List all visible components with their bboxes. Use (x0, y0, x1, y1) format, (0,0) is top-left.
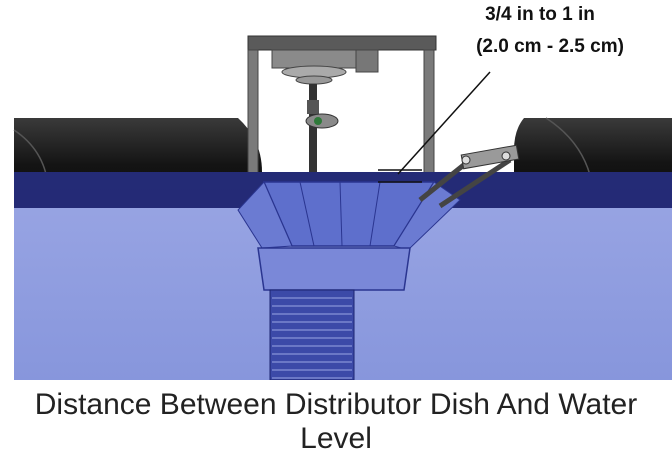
distributor-dish (237, 144, 520, 291)
caption-line2: Level (300, 422, 372, 455)
measurement-callout-line2: (2.0 cm - 2.5 cm) (476, 36, 624, 57)
caption: Distance Between Distributor Dish And Wa… (0, 388, 672, 456)
intake-column (269, 289, 355, 380)
caption-line1: Distance Between Distributor Dish And Wa… (34, 388, 638, 421)
distributor-illustration (13, 35, 672, 380)
support-frame (247, 35, 437, 181)
callout-leader-line (397, 71, 491, 175)
measurement-callout-line1: 3/4 in to 1 in (485, 4, 595, 25)
level-marker (378, 169, 422, 183)
